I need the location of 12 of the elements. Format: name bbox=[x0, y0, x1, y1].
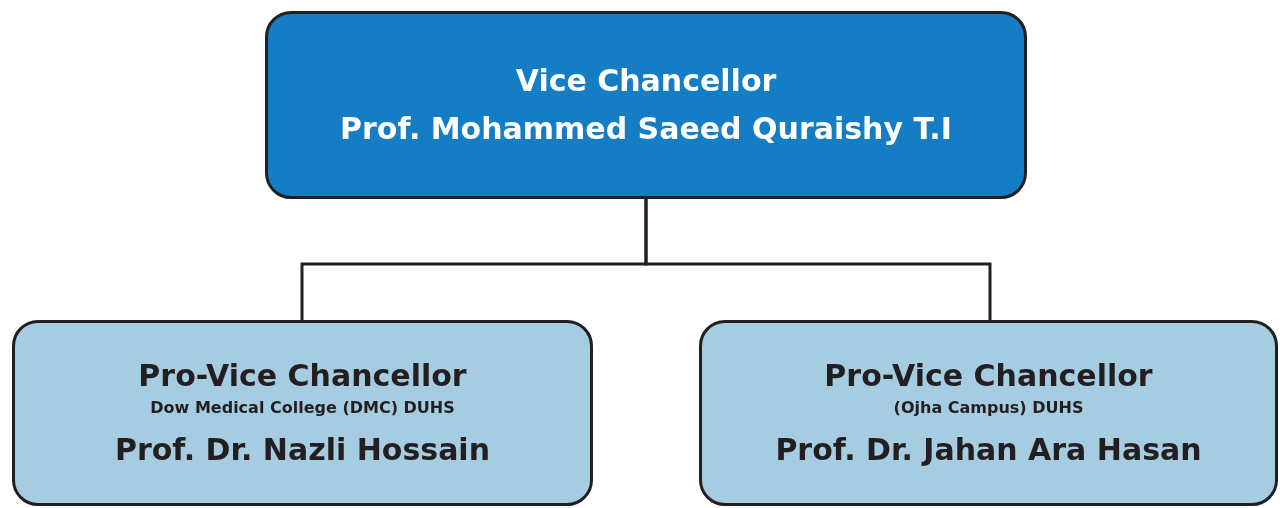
connector-line bbox=[644, 199, 992, 320]
campus-label: Dow Medical College (DMC) DUHS bbox=[150, 397, 455, 419]
role-title: Vice Chancellor bbox=[515, 62, 777, 100]
person-name: Prof. Mohammed Saeed Quraishy T.I bbox=[340, 110, 952, 148]
role-title: Pro-Vice Chancellor bbox=[824, 357, 1153, 395]
person-name: Prof. Dr. Jahan Ara Hasan bbox=[775, 431, 1202, 469]
position-box bbox=[12, 320, 593, 506]
campus-label: (Ojha Campus) DUHS bbox=[893, 397, 1084, 419]
person-name: Prof. Dr. Nazli Hossain bbox=[114, 431, 490, 469]
head-box bbox=[265, 11, 1027, 199]
position-box bbox=[699, 320, 1278, 506]
role-title: Pro-Vice Chancellor bbox=[138, 357, 467, 395]
